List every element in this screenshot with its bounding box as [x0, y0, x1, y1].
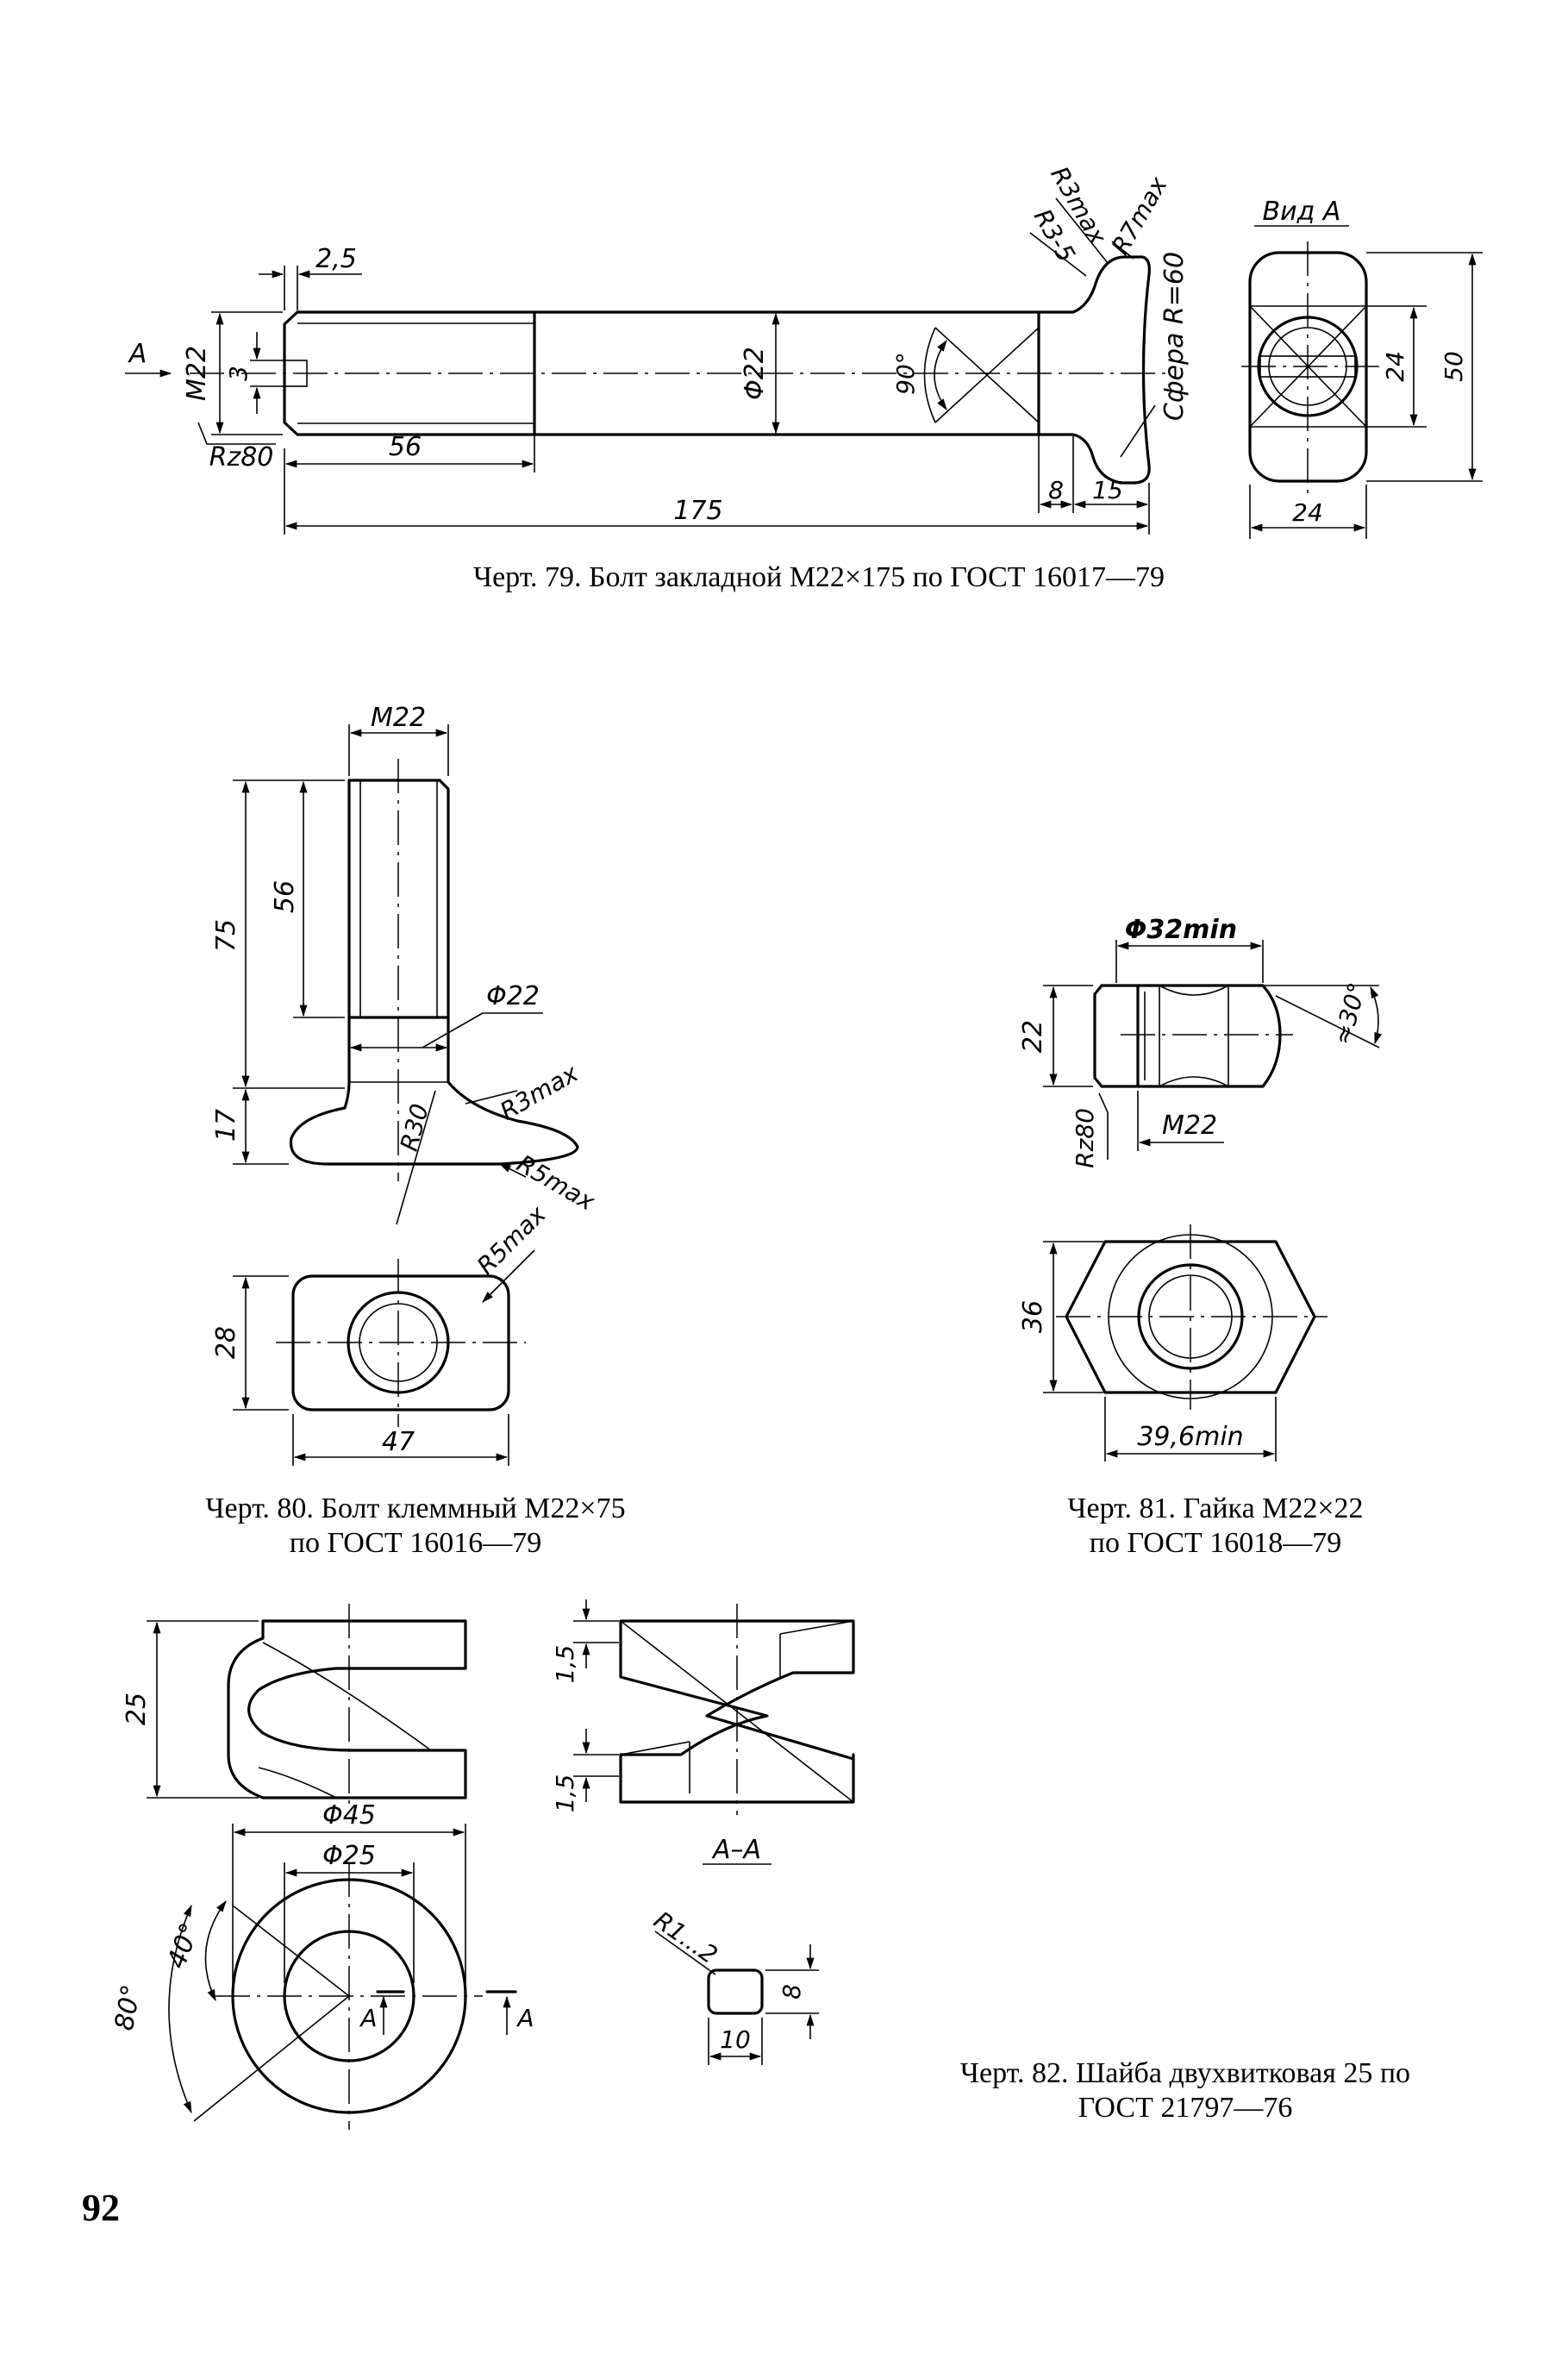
r-79-7max: R7max — [1106, 172, 1173, 260]
page-number: 92 — [82, 2187, 120, 2229]
bolt-79-head — [1037, 255, 1151, 485]
caption-79: Черт. 79. Болт закладной М22×175 по ГОСТ… — [473, 561, 1165, 593]
bolt-80-shank — [289, 779, 579, 1166]
dim-81-39-6: 39,6min — [1137, 1422, 1243, 1452]
caption-81-line1: Черт. 81. Гайка М22×22 — [1067, 1493, 1363, 1524]
dim-82-1-5-a: 1,5 — [551, 1645, 579, 1684]
dim-79-8: 8 — [1048, 476, 1064, 504]
r-80-3max: R3max — [495, 1059, 583, 1126]
caption-82-line2: ГОСТ 21797—76 — [1078, 2092, 1293, 2124]
caption-80-line2: по ГОСТ 16016—79 — [290, 1527, 541, 1559]
dim-80-m22: М22 — [371, 703, 426, 733]
thread-81-m22: М22 — [1162, 1111, 1217, 1141]
dim-viewa-24-h: 24 — [1292, 498, 1323, 527]
dim-79-3: 3 — [224, 366, 253, 381]
dim-82-8: 8 — [778, 1984, 806, 2000]
dim-79-15: 15 — [1092, 476, 1123, 504]
dim-viewa-24-v: 24 — [1381, 351, 1409, 382]
drawing-79: 175 56 8 15 М22 3 2,5 А Rz80 — [125, 161, 1483, 593]
r-80-5max-b: R5max — [472, 1200, 552, 1280]
dia-82-45: Φ45 — [322, 1800, 376, 1831]
dim-79-56: 56 — [389, 432, 422, 462]
dim-viewa-50: 50 — [1440, 351, 1468, 382]
dim-81-22: 22 — [1018, 1020, 1048, 1053]
section-mark-82-1: A — [359, 2004, 377, 2032]
dia-81-32min: Φ32min — [1125, 915, 1237, 945]
dim-79-175: 175 — [673, 496, 722, 526]
dim-80-17: 17 — [211, 1109, 241, 1142]
r-82-1-2: R1...2 — [648, 1906, 722, 1969]
dim-82-1-5-b: 1,5 — [551, 1774, 579, 1813]
angle-79-90: 90° — [891, 352, 920, 395]
caption-80-line1: Черт. 80. Болт клеммный М22×75 — [205, 1493, 625, 1524]
rz80-81: Rz80 — [1071, 1108, 1099, 1168]
dim-81-36: 36 — [1018, 1300, 1048, 1333]
washer-82-side — [227, 1619, 467, 1799]
section-82-title: A–A — [711, 1835, 761, 1865]
drawing-80: М22 56 75 17 Φ22 R3max R5max R30 R5max — [205, 703, 625, 1559]
dia-80-22: Φ22 — [486, 981, 540, 1011]
angle-81-30: ≈30° — [1327, 979, 1371, 1048]
view-a-title: Вид А — [1263, 197, 1341, 227]
dim-80-28: 28 — [211, 1326, 241, 1359]
dia-82-25: Φ25 — [322, 1841, 376, 1871]
drawing-82: 25 1,5 1,5 Φ45 Φ25 — [109, 1599, 1410, 2130]
r-80-30: R30 — [395, 1101, 434, 1155]
dim-79-2-5: 2,5 — [315, 244, 357, 274]
section-mark-82-2: A — [515, 2004, 534, 2032]
dia-79-22: Φ22 — [740, 347, 770, 400]
dim-80-75: 75 — [211, 919, 241, 952]
sphere-79: Сфера R=60 — [1159, 252, 1190, 421]
caption-82-line1: Черт. 82. Шайба двухвитковая 25 по — [960, 2057, 1410, 2089]
dim-82-25: 25 — [122, 1693, 152, 1725]
washer-82-twist — [619, 1619, 855, 1804]
rz80-79: Rz80 — [209, 442, 274, 473]
drawing-81: Φ32min ≈30° 22 Rz80 М22 36 39,6min Черт.… — [1018, 915, 1382, 1559]
arrow-79-a: А — [128, 339, 147, 369]
dim-82-10: 10 — [720, 2025, 751, 2054]
dim-80-56: 56 — [270, 880, 300, 913]
dim-79-m22: М22 — [182, 346, 212, 401]
dim-80-47: 47 — [382, 1427, 415, 1457]
caption-81-line2: по ГОСТ 16018—79 — [1090, 1527, 1341, 1559]
angle-82-80: 80° — [109, 1982, 147, 2032]
section-82-profile — [707, 1968, 764, 2015]
